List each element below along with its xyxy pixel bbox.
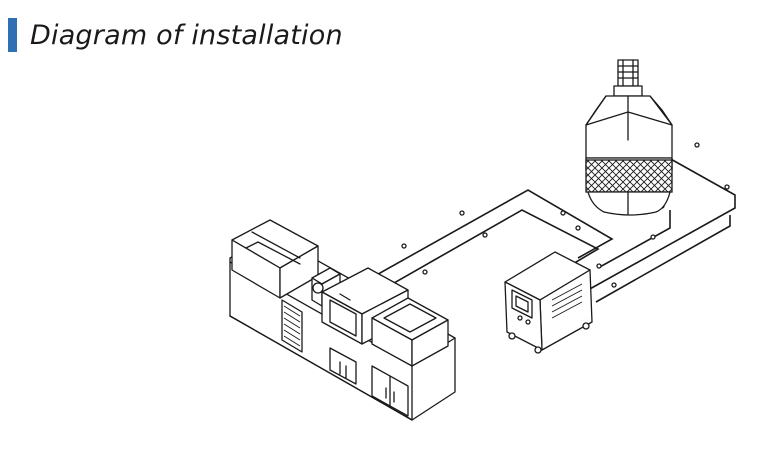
pipe-mtc-to-molding-machine bbox=[363, 189, 614, 292]
header-accent-bar bbox=[8, 18, 17, 52]
injection-molding-machine bbox=[229, 219, 456, 421]
section-header: Diagram of installation bbox=[8, 17, 343, 53]
mold-temperature-controller bbox=[504, 251, 593, 354]
hopper-dryer bbox=[585, 59, 673, 216]
page-title: Diagram of installation bbox=[30, 19, 343, 51]
pipe-mtc-to-hopper-dryer bbox=[587, 152, 736, 303]
